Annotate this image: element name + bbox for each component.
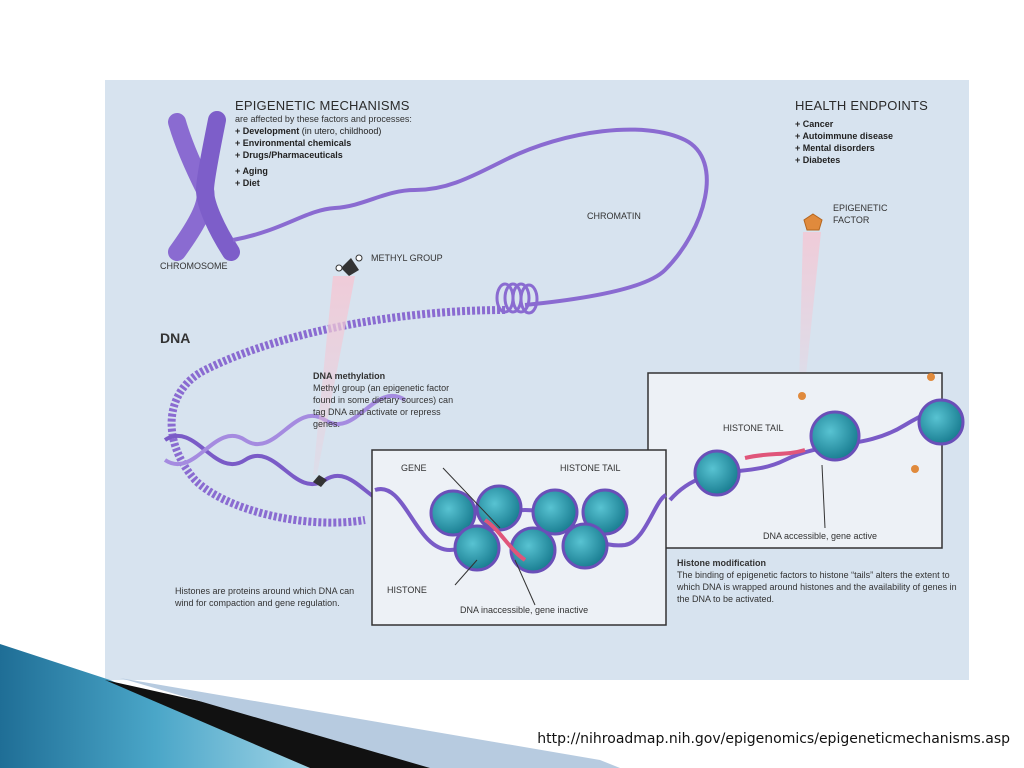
chromatin-label: CHROMATIN [587, 211, 641, 221]
diagram-artwork [163, 111, 965, 626]
dna-inaccessible-label: DNA inaccessible, gene inactive [460, 605, 589, 615]
health-title: HEALTH ENDPOINTS [795, 98, 928, 113]
mechanisms-list: Development (in utero, childhood) Enviro… [235, 125, 381, 189]
methylation-caption: DNA methylation Methyl group (an epigene… [313, 370, 463, 430]
dna-double-helix [163, 393, 407, 507]
epigenetics-figure: EPIGENETIC MECHANISMS are affected by th… [105, 80, 969, 680]
mechanisms-item: Development (in utero, childhood) [235, 125, 382, 137]
methylation-title: DNA methylation [313, 371, 386, 381]
chromosome-label: CHROMOSOME [160, 261, 228, 271]
mechanisms-item: Environmental chemicals [235, 137, 381, 149]
mechanisms-item: Diet [235, 177, 381, 189]
health-item: Autoimmune disease [795, 130, 893, 142]
slide-corner-decoration [0, 644, 620, 768]
mechanisms-subtitle: are affected by these factors and proces… [235, 114, 412, 124]
methyl-group-icon [335, 254, 363, 276]
methyl-tag-on-dna-icon [313, 475, 327, 487]
dna-fiber [167, 306, 506, 527]
histone-modification-title: Histone modification [677, 558, 767, 568]
gene-label: GENE [401, 463, 427, 473]
epigenetic-factor-label: EPIGENETIC FACTOR [833, 203, 888, 225]
histone-label: HISTONE [387, 585, 427, 595]
chromosome-shape [168, 111, 240, 261]
methyl-pink-cone [313, 276, 355, 475]
health-item: Mental disorders [795, 142, 893, 154]
mechanisms-item: Drugs/Pharmaceuticals [235, 149, 381, 161]
dna-methylation-panel-graphic [371, 449, 826, 626]
histone-tail-right-label: HISTONE TAIL [723, 423, 784, 433]
histones-note: Histones are proteins around which DNA c… [175, 586, 355, 608]
health-list: Cancer Autoimmune disease Mental disorde… [795, 118, 893, 166]
histone-tail-left-label: HISTONE TAIL [560, 463, 621, 473]
histone-modification-panel-graphic [647, 372, 965, 549]
methyl-group-label: METHYL GROUP [371, 253, 443, 263]
factor-pink-cone [799, 232, 821, 385]
histone-modification-body: The binding of epigenetic factors to his… [677, 570, 957, 604]
source-url: http://nihroadmap.nih.gov/epigenomics/ep… [537, 731, 1010, 747]
mechanisms-title: EPIGENETIC MECHANISMS [235, 98, 410, 113]
dna-label: DNA [160, 330, 191, 346]
chromatin-strand [232, 127, 709, 307]
mechanisms-item: Aging [235, 165, 381, 177]
health-item: Diabetes [795, 154, 893, 166]
dna-accessible-label: DNA accessible, gene active [763, 531, 878, 541]
histone-modification-caption: Histone modification The binding of epig… [677, 557, 962, 605]
methylation-body: Methyl group (an epigenetic factor found… [313, 383, 454, 429]
health-item: Cancer [795, 118, 893, 130]
epigenetic-factor-icon [803, 213, 823, 231]
